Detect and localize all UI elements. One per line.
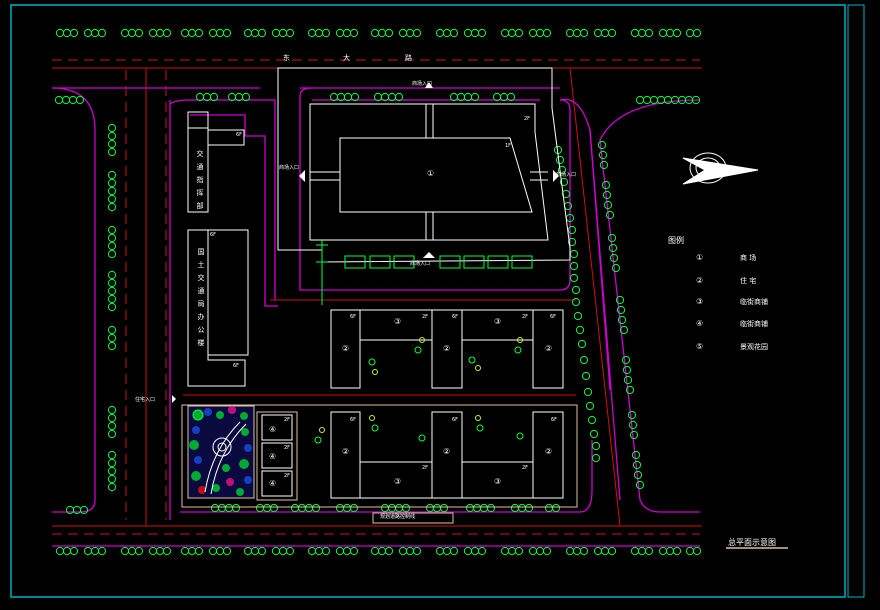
res-floor-6f-d: 6F <box>350 417 357 423</box>
res-floor-6f-c: 6F <box>550 314 557 320</box>
res-marker-c: ② <box>443 344 451 353</box>
mall-marker: ① <box>427 169 435 178</box>
res-floor-6f-a: 6F <box>350 314 357 320</box>
entry-label-south: 商场入口 <box>410 261 431 267</box>
legend-item-4: ④ 临街商铺 <box>690 319 790 333</box>
shop-floor-2f-b: 2F <box>284 445 291 451</box>
office-2-floor-label-b: 6F <box>233 363 240 369</box>
road-control-note: 规划道路控制线 <box>380 514 416 520</box>
mall-block <box>277 67 571 263</box>
tree-row-residential-south <box>210 503 561 513</box>
courtyard-trees <box>314 337 524 444</box>
legend-item-1: ① 商 场 <box>690 253 790 267</box>
mall-floor-label: 1F <box>505 143 512 149</box>
tree-row-inner-top <box>54 92 701 105</box>
entry-label-residential: 住宅入口 <box>135 397 156 403</box>
res-marker-f: ② <box>342 447 350 456</box>
legend-text-3: 临街商铺 <box>740 298 768 306</box>
curbs <box>51 87 701 547</box>
road-control-note-box <box>372 512 454 524</box>
street-trees <box>54 28 702 556</box>
shop-floor-2f-c: 2F <box>284 473 291 479</box>
road-name-char-3: 路 <box>405 54 412 62</box>
office-2-floor-label: 6F <box>210 232 217 238</box>
tree-row-top <box>55 28 702 38</box>
parking-strip <box>316 240 533 305</box>
legend-item-3: ③ 临街商铺 <box>690 297 790 311</box>
landscape-garden <box>187 405 255 499</box>
res-marker-d: ③ <box>494 317 502 326</box>
legend-heading: 图例 <box>668 236 684 245</box>
res-marker-i: ③ <box>494 477 502 486</box>
shop-floor-2f-a: 2F <box>284 417 291 423</box>
office-blocks <box>187 111 249 387</box>
office-floor-label: 6F <box>236 132 243 138</box>
res-floor-2f-c: 2F <box>422 465 429 471</box>
res-marker-e: ② <box>545 344 553 353</box>
legend-item-5: ⑤ 景观花园 <box>690 342 790 356</box>
res-marker-j: ② <box>545 447 553 456</box>
legend-symbol-1: ① <box>696 253 704 262</box>
tree-row-right-columns <box>553 140 645 490</box>
res-marker-g: ③ <box>394 477 402 486</box>
entry-arrows <box>172 82 559 403</box>
office-block-text-2: 国土交通局办公楼 <box>197 248 205 347</box>
res-floor-2f-b: 2F <box>522 314 529 320</box>
road-name-char-1: 东 <box>283 54 290 62</box>
residential-blocks <box>261 309 564 499</box>
legend-text-5: 景观花园 <box>740 343 768 351</box>
tree-row-bottom <box>55 546 702 556</box>
res-marker-h: ② <box>443 447 451 456</box>
tree-row-left-column <box>65 123 117 515</box>
entry-label-north: 商场入口 <box>412 81 433 87</box>
legend-text-4: 临街商铺 <box>740 320 768 328</box>
res-floor-2f-a: 2F <box>422 314 429 320</box>
entry-label-west: 商场入口 <box>279 165 300 171</box>
drawing-title: 总平面示意图 <box>728 538 776 547</box>
entry-label-east: 商场入口 <box>556 172 577 178</box>
drawing-frame <box>10 4 846 598</box>
road-name-char-2: 大 <box>343 54 350 62</box>
res-marker-a: ② <box>342 344 350 353</box>
shop-marker-a: ④ <box>269 425 277 434</box>
legend-item-2: ② 住 宅 <box>690 276 790 290</box>
parcels <box>181 404 578 508</box>
res-floor-6f-b: 6F <box>452 314 459 320</box>
legend-symbol-3: ③ <box>696 297 704 306</box>
legend-symbol-4: ④ <box>696 319 704 328</box>
res-floor-6f-e: 6F <box>452 417 459 423</box>
res-floor-6f-f: 6F <box>551 417 558 423</box>
shop-marker-b: ④ <box>269 452 277 461</box>
res-floor-2f-d: 2F <box>522 465 529 471</box>
office-block-text-1: 交通指挥部 <box>196 150 204 210</box>
legend-text-2: 住 宅 <box>740 277 757 285</box>
mall-floor-label-2: 2F <box>524 116 531 122</box>
north-arrow <box>682 152 759 185</box>
drawing-frame-inner <box>847 4 865 598</box>
legend-symbol-5: ⑤ <box>696 342 704 351</box>
legend-text-1: 商 场 <box>740 254 757 262</box>
road-dashes <box>52 59 700 535</box>
legend-symbol-2: ② <box>696 276 704 285</box>
res-marker-b: ③ <box>394 317 402 326</box>
road-centerlines <box>52 67 702 527</box>
shop-marker-c: ④ <box>269 479 277 488</box>
